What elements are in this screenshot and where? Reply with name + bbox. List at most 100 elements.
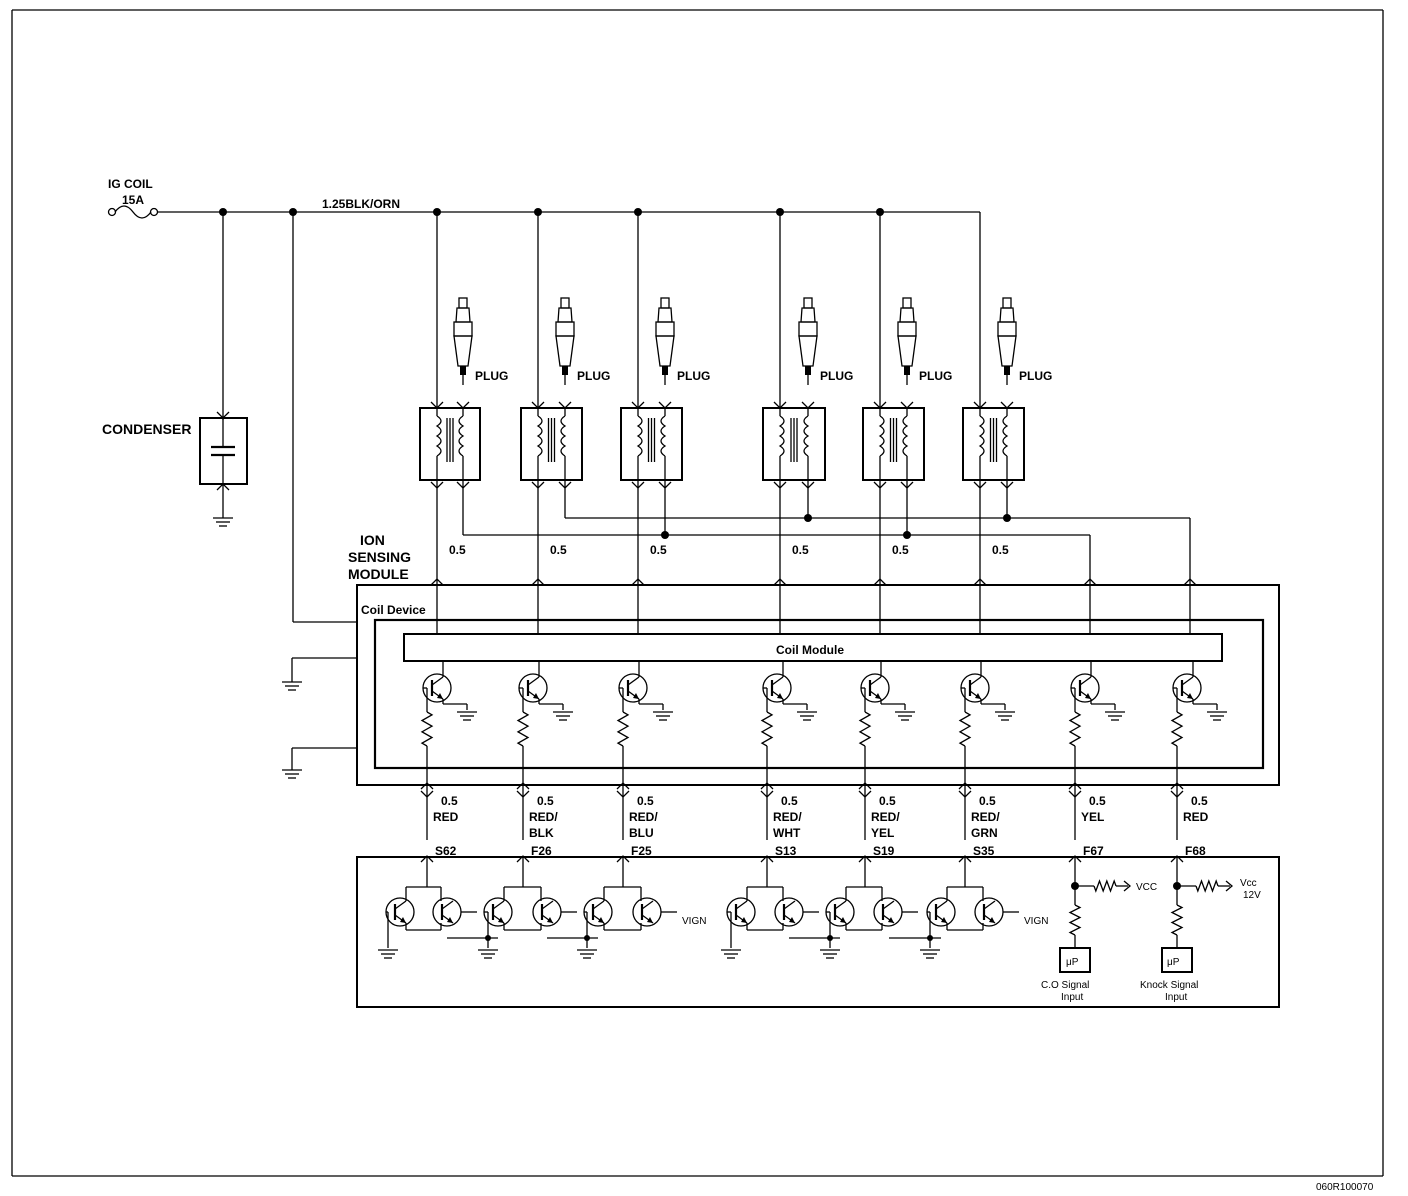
ion-wire-label-6: 0.5 <box>992 543 1009 557</box>
channel-connector-5: S19 <box>873 844 895 858</box>
coil-module-inner-box <box>373 618 1265 770</box>
coil-device-ground-1 <box>282 657 357 691</box>
vign-label-1: VIGN <box>682 916 706 927</box>
signal-input-1 <box>1059 857 1132 973</box>
coil-device-ground-2 <box>282 747 357 779</box>
ion-module-line2: SENSING <box>348 549 411 565</box>
channel-color2-6: GRN <box>971 826 998 840</box>
channel-gauge-3: 0.5 <box>637 794 654 808</box>
channel-connector-2: F26 <box>531 844 552 858</box>
fuse-name: IG COIL <box>108 177 153 191</box>
driver-channel-6 <box>958 661 1015 863</box>
channel-connector-1: S62 <box>435 844 457 858</box>
coil-device-label: Coil Device <box>361 603 426 617</box>
spark-plug-3: PLUG <box>655 297 710 385</box>
channel-color-6: RED/ <box>971 810 1000 824</box>
channel-color2-2: BLK <box>529 826 554 840</box>
channel-labels: 0.5REDS620.5RED/BLKF260.5RED/BLUF250.5RE… <box>433 794 1209 858</box>
ion-wire-label-4: 0.5 <box>792 543 809 557</box>
spark-plug-4: PLUG <box>798 297 853 385</box>
ignition-coils: PLUG 0.5 PLUG 0.5 PLUG 0.5 PLUG 0.5 PLUG 0.5 PLUG 0… <box>419 212 1191 633</box>
channel-gauge-6: 0.5 <box>979 794 996 808</box>
ecu-driver-pair-3 <box>577 857 677 959</box>
spark-plug-5: PLUG <box>897 297 952 385</box>
supply-wire-label: 1.25BLK/ORN <box>322 197 400 211</box>
spark-plug-6: PLUG <box>997 297 1052 385</box>
channel-color-5: RED/ <box>871 810 900 824</box>
condenser-label: CONDENSER <box>102 421 191 437</box>
plug-label-6: PLUG <box>1019 369 1052 383</box>
ecu-driver-pair-6 <box>920 857 1019 959</box>
channel-color-4: RED/ <box>773 810 802 824</box>
plug-label-3: PLUG <box>677 369 710 383</box>
up-label-2: μP <box>1167 957 1180 968</box>
ignition-coil-4: PLUG 0.5 <box>762 212 853 633</box>
ecu-link <box>789 935 840 941</box>
co-signal-line1: C.O Signal <box>1041 980 1089 991</box>
ecu-driver-pair-4 <box>721 857 819 959</box>
fuse-rating: 15A <box>122 193 144 207</box>
ion-module-line3: MODULE <box>348 566 409 582</box>
ecu-link <box>889 935 941 941</box>
channel-connector-3: F25 <box>631 844 652 858</box>
ignition-coil-5: PLUG 0.5 <box>862 212 952 633</box>
ignition-coil-2: PLUG 0.5 <box>520 212 610 633</box>
channel-color-8: RED <box>1183 810 1209 824</box>
channel-color2-3: BLU <box>629 826 654 840</box>
ion-wire-label-1: 0.5 <box>449 543 466 557</box>
channel-color-3: RED/ <box>629 810 658 824</box>
plug-label-1: PLUG <box>475 369 508 383</box>
ecu-driver-pair-2 <box>478 857 577 959</box>
channel-gauge-1: 0.5 <box>441 794 458 808</box>
vcc2-sub: 12V <box>1243 890 1261 901</box>
channel-color-2: RED/ <box>529 810 558 824</box>
ecu-driver-pair-5 <box>820 857 918 959</box>
ignition-coil-1: PLUG 0.5 <box>419 212 508 633</box>
driver-channel-1 <box>420 661 477 863</box>
plug-label-2: PLUG <box>577 369 610 383</box>
channel-gauge-2: 0.5 <box>537 794 554 808</box>
ion-module-line1: ION <box>360 532 385 548</box>
ignition-coil-6: PLUG 0.5 <box>962 212 1052 633</box>
channel-color2-5: YEL <box>871 826 894 840</box>
ion-wire-label-3: 0.5 <box>650 543 667 557</box>
channel-gauge-7: 0.5 <box>1089 794 1106 808</box>
ion-wire-label-2: 0.5 <box>550 543 567 557</box>
channel-connector-7: F67 <box>1083 844 1104 858</box>
coil-module-bar <box>403 633 1223 662</box>
up-label-1: μP <box>1066 957 1079 968</box>
knock-signal-line1: Knock Signal <box>1140 980 1198 991</box>
fuse: IG COIL 15A <box>107 177 159 219</box>
driver-channel-7 <box>1068 661 1125 863</box>
driver-channel-8 <box>1170 661 1227 863</box>
vcc-label: VCC <box>1136 882 1157 893</box>
channel-color-7: YEL <box>1081 810 1104 824</box>
knock-signal-line2: Input <box>1165 992 1187 1003</box>
channel-connector-6: S35 <box>973 844 995 858</box>
coil-drivers <box>420 661 1227 863</box>
vign-label-2: VIGN <box>1024 916 1048 927</box>
ecu-link <box>547 935 598 941</box>
plug-label-4: PLUG <box>820 369 853 383</box>
channel-gauge-5: 0.5 <box>879 794 896 808</box>
channel-color-1: RED <box>433 810 459 824</box>
spark-plug-2: PLUG <box>555 297 610 385</box>
document-code: 060R100070 <box>1316 1182 1374 1193</box>
channel-connector-8: F68 <box>1185 844 1206 858</box>
spark-plug-1: PLUG <box>453 297 508 385</box>
driver-channel-2 <box>516 661 573 863</box>
channel-color2-4: WHT <box>773 826 801 840</box>
vcc2-label: Vcc <box>1240 878 1257 889</box>
ion-wire-label-5: 0.5 <box>892 543 909 557</box>
condenser: CONDENSER <box>102 212 248 527</box>
coil-device-box <box>356 584 1280 786</box>
ignition-coil-3: PLUG 0.5 <box>620 212 710 633</box>
ecu-link <box>447 935 498 941</box>
signal-input-2 <box>1161 857 1234 973</box>
